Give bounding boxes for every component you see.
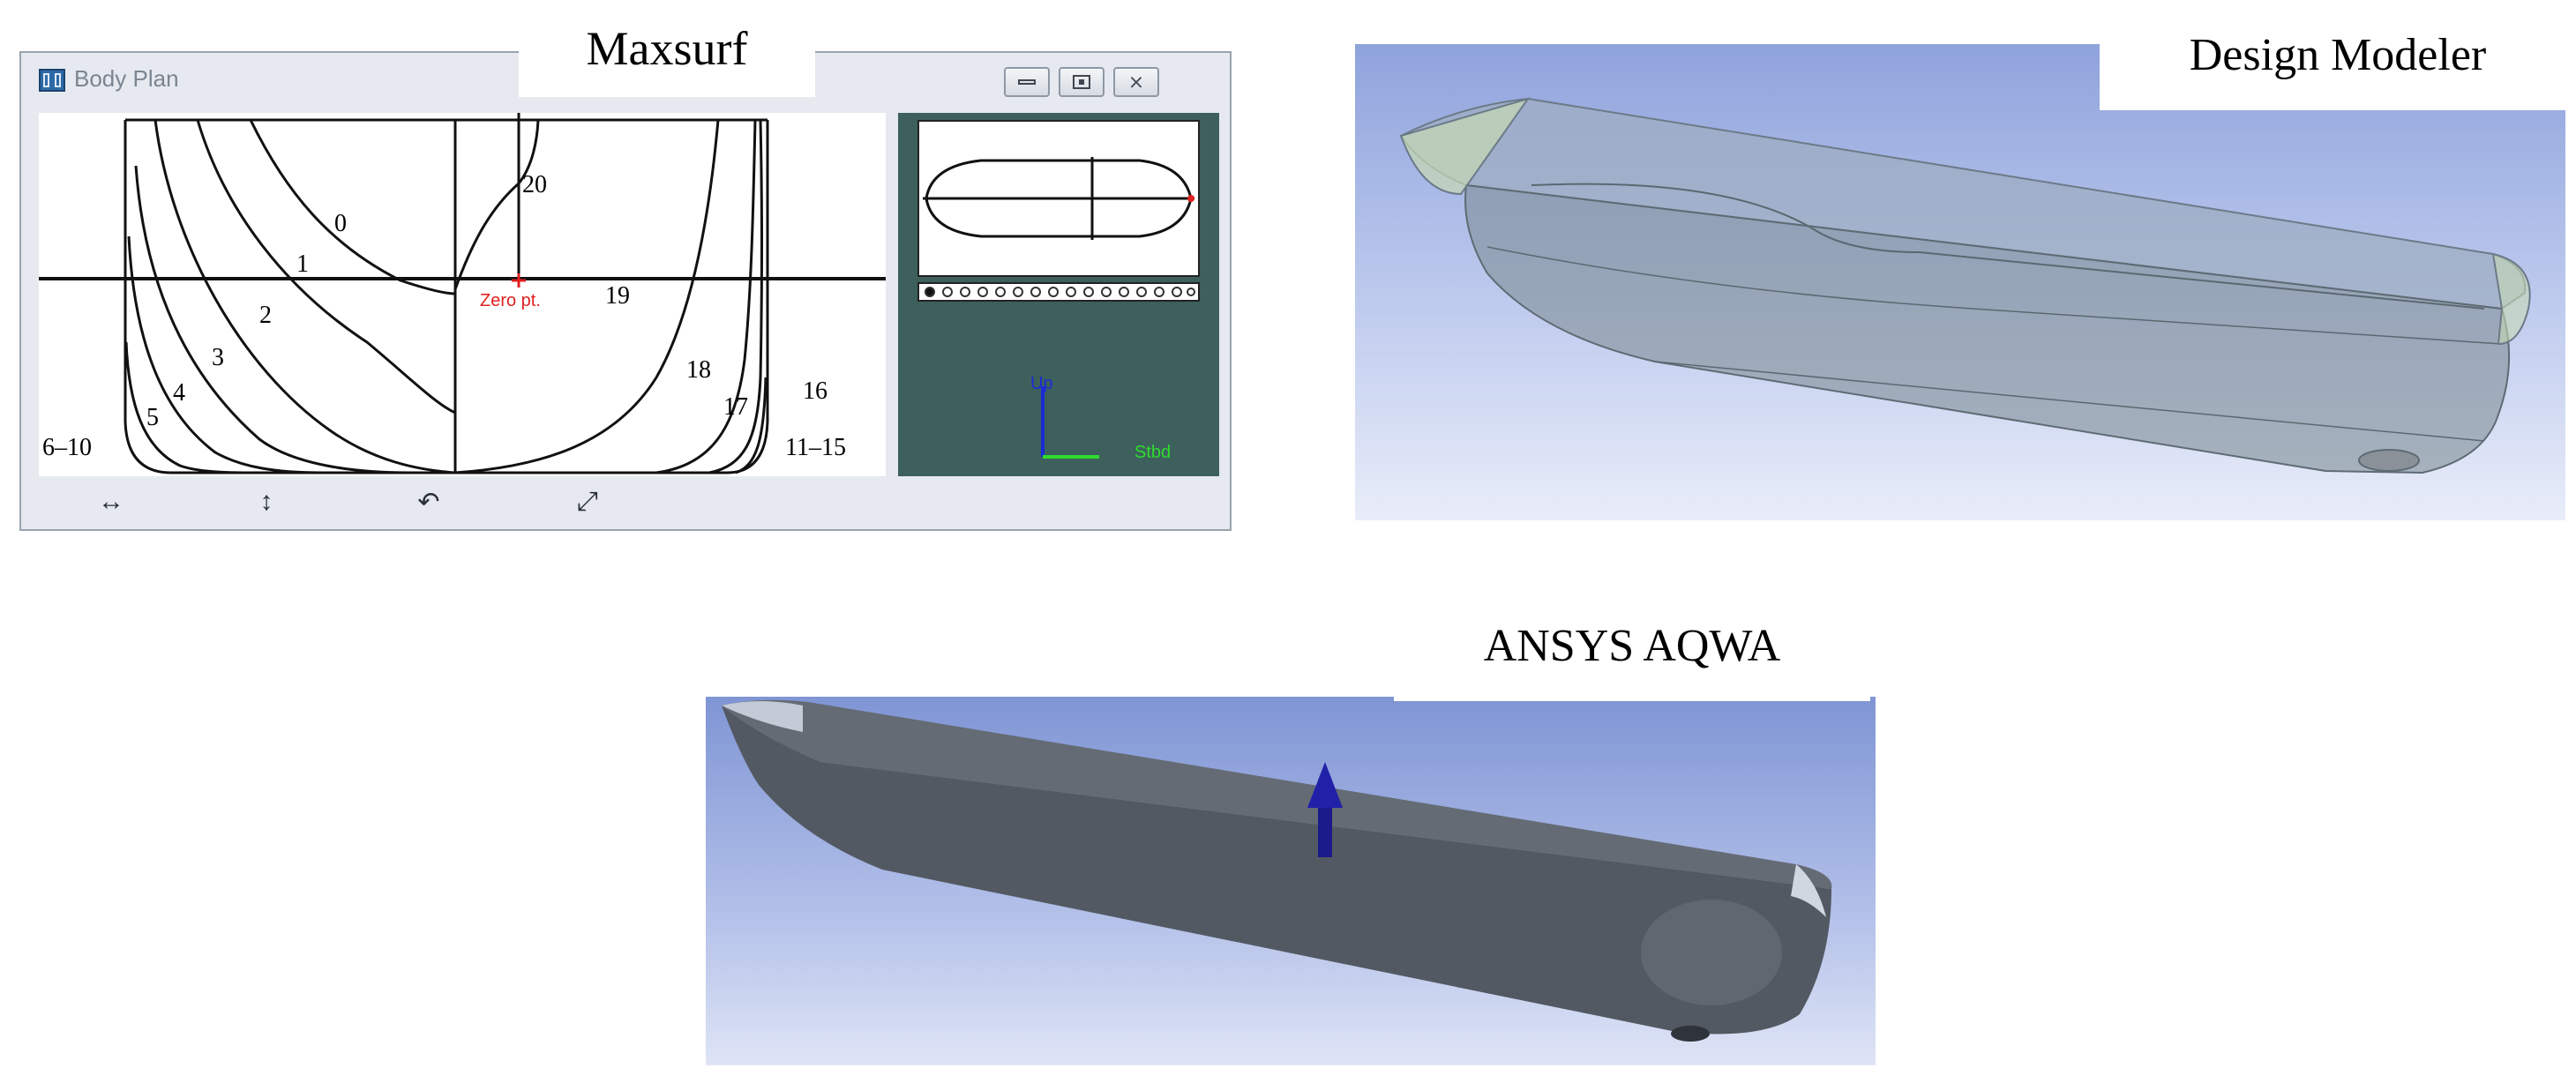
zero-point-label: Zero pt. [480, 291, 541, 310]
view-panel: Up Stbd [898, 113, 1219, 476]
ansys-aqwa-caption: ANSYS AQWA [1394, 591, 1870, 701]
rotate-icon: ↶ [417, 487, 440, 517]
station-1 [196, 119, 456, 415]
station-label: 16 [803, 377, 827, 405]
zoom-button[interactable]: ⤢ [561, 482, 614, 522]
station-label: 0 [334, 210, 347, 237]
maximize-icon [1073, 75, 1090, 89]
propeller-hub [1671, 1026, 1710, 1042]
station-19 [454, 119, 720, 474]
station-3 [134, 165, 410, 474]
station-label: 1 [296, 250, 309, 278]
maxsurf-caption: Maxsurf [519, 0, 815, 97]
station-20 [453, 119, 540, 290]
station-17 [708, 119, 763, 474]
hull-outline-fwd [411, 120, 769, 474]
design-modeler-caption: Design Modeler [2100, 0, 2576, 110]
station-5 [124, 341, 251, 474]
hull-outline-aft [124, 120, 411, 474]
stbd-axis-label: Stbd [1134, 443, 1172, 462]
window-titlebar[interactable]: Body Plan ⨯ [21, 53, 1230, 108]
station-4 [127, 235, 322, 474]
window-title: Body Plan [74, 65, 179, 92]
rotate-button[interactable]: ↶ [402, 482, 455, 522]
window-app-icon [39, 69, 65, 92]
station-label: 4 [173, 379, 185, 407]
body-plan-drawing [39, 113, 886, 474]
station-label: 11–15 [785, 434, 846, 461]
minimize-icon [1018, 79, 1036, 85]
pan-vertical-button[interactable]: ↕ [240, 482, 293, 522]
station-label: 18 [686, 356, 711, 384]
station-label: 2 [259, 302, 272, 329]
plan-view-thumbnail[interactable] [917, 120, 1200, 277]
minimize-button[interactable] [1004, 67, 1050, 97]
design-modeler-viewport[interactable] [1355, 44, 2565, 520]
station-label: 5 [146, 404, 159, 431]
station-slider[interactable] [917, 282, 1200, 302]
up-arrow-icon [1307, 762, 1343, 857]
pan-horizontal-button[interactable]: ↔ [85, 482, 138, 522]
propeller-hub [2358, 449, 2420, 472]
plan-view-drawing [923, 157, 1194, 240]
station-label: 20 [522, 171, 547, 198]
station-label: 3 [212, 344, 224, 371]
close-icon: ⨯ [1127, 71, 1145, 93]
close-button[interactable]: ⨯ [1113, 67, 1159, 97]
ansys-aqwa-viewport[interactable] [706, 697, 1876, 1065]
station-18 [655, 119, 757, 474]
maximize-button[interactable] [1059, 67, 1105, 97]
zoom-icon: ⤢ [577, 487, 598, 516]
ansys-aqwa-hull [722, 699, 1832, 1042]
station-16 [735, 377, 768, 474]
station-2 [154, 119, 456, 474]
pan-vertical-icon: ↕ [259, 487, 273, 516]
body-plan-window: Body Plan ⨯ [19, 51, 1232, 531]
design-modeler-hull [1399, 97, 2531, 474]
station-label: 19 [605, 282, 630, 310]
view-toolbar: ↔ ↕ ↶ ⤢ [39, 476, 886, 529]
station-label: 6–10 [42, 434, 92, 461]
pan-horizontal-icon: ↔ [98, 487, 124, 516]
station-label: 17 [723, 393, 748, 421]
station-0 [249, 119, 456, 295]
slider-dots [925, 287, 1195, 297]
up-axis-label: Up [1030, 374, 1053, 393]
body-plan-canvas[interactable]: 0 1 2 3 4 5 6–10 20 19 18 17 16 11–15 Ze… [39, 113, 886, 476]
axis-triad [1041, 386, 1099, 459]
